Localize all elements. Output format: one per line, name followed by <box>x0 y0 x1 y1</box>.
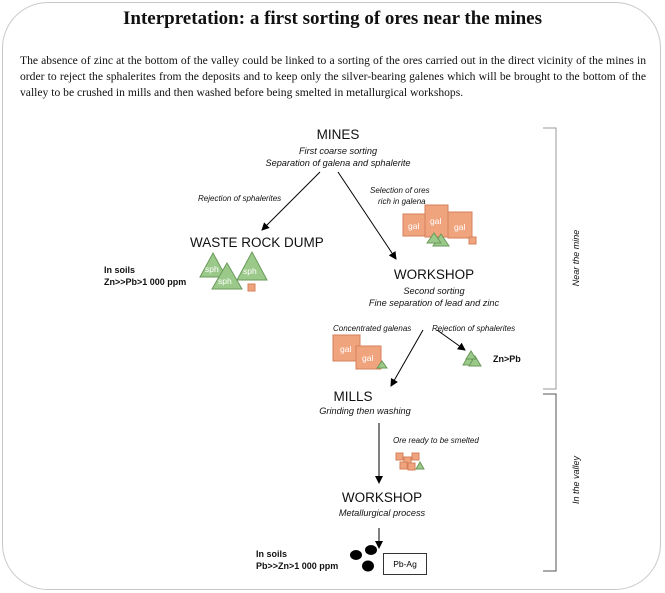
concentrated-galenas-label: Concentrated galenas <box>333 324 412 333</box>
workshop-line2: Fine separation of lead and zinc <box>368 298 500 308</box>
mills-title: MILLS <box>333 389 373 404</box>
bracket-near-mine <box>543 127 557 390</box>
arrow-workshop-to-reject <box>436 329 466 351</box>
rejection-left-label: Rejection of sphalerites <box>198 194 282 203</box>
workshop-line1: Second sorting <box>403 286 465 296</box>
workshop-title: WORKSHOP <box>393 267 475 282</box>
sph-label: sph <box>243 266 257 276</box>
mines-title: MINES <box>316 127 360 142</box>
selection-line2: rich in galena <box>378 197 426 206</box>
gal-label: gal <box>340 344 351 354</box>
arrow-mines-to-waste <box>261 171 321 231</box>
arrow-mines-to-workshop <box>337 171 397 260</box>
intro-paragraph: The absence of zinc at the bottom of the… <box>20 54 646 99</box>
rejected-sphalerite-cluster <box>462 350 482 367</box>
gal-label: gal <box>454 222 465 232</box>
zn-pb-label: Zn>Pb <box>493 354 521 364</box>
page-title: Interpretation: a first sorting of ores … <box>123 8 542 29</box>
gal-label: gal <box>362 353 373 363</box>
bottom-soil-value: Pb>>Zn>1 000 ppm <box>256 561 339 571</box>
workshop-line1: Metallurgical process <box>338 508 426 518</box>
concentrated-galena-cluster: gal gal <box>332 334 388 370</box>
waste-soil-label: In soils <box>104 265 136 275</box>
bracket-in-valley <box>543 393 557 572</box>
selection-line1: Selection of ores <box>370 186 430 195</box>
metal-nuggets <box>350 545 377 572</box>
waste-rock-dump-title: WASTE ROCK DUMP <box>190 235 324 250</box>
ore-ready-cluster <box>395 452 425 471</box>
rejection-right-label: Rejection of sphalerites <box>432 324 516 333</box>
sphalerite-cluster: sph sph sph <box>199 250 268 292</box>
mines-line2: Separation of galena and sphalerite <box>265 158 411 168</box>
sph-label: sph <box>205 264 219 274</box>
arrow-workshop-to-mills <box>390 329 424 387</box>
gal-label: gal <box>408 221 419 231</box>
mills-line1: Grinding then washing <box>319 406 411 416</box>
side-label-in-valley: In the valley <box>571 455 581 505</box>
galena-cluster-top: gal gal gal <box>402 204 477 247</box>
sph-label: sph <box>218 276 232 286</box>
side-label-near-mine: Near the mine <box>571 229 581 287</box>
gal-label: gal <box>430 216 441 226</box>
ore-ready-label: Ore ready to be smelted <box>393 436 479 445</box>
mines-line1: First coarse sorting <box>298 146 378 156</box>
bottom-soil-label: In soils <box>256 549 288 559</box>
workshop-title: WORKSHOP <box>341 490 423 505</box>
pb-ag-box: Pb-Ag <box>383 553 427 575</box>
waste-soil-value: Zn>>Pb>1 000 ppm <box>104 277 187 287</box>
